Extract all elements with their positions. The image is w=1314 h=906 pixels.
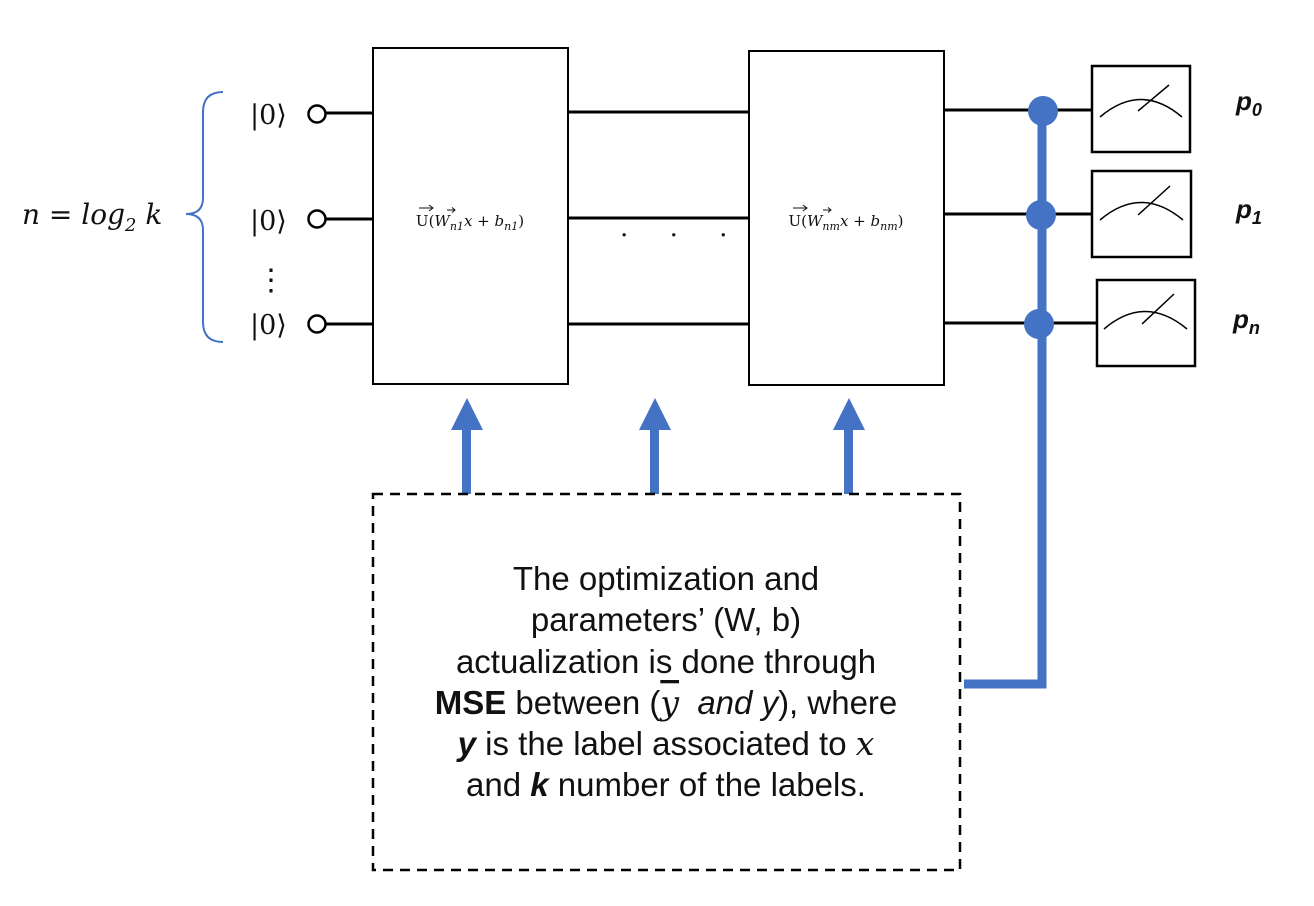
gate-sequence-dots: . . .: [620, 213, 727, 243]
meter-0: [1090, 64, 1192, 154]
vector-arrows-first: [419, 204, 456, 213]
output-label-p0: p0: [1235, 86, 1262, 120]
gate-box-last: [748, 50, 945, 386]
qubit-input-node-2: [307, 314, 327, 334]
qubit-label-0: |0⟩: [250, 100, 287, 131]
qubit-input-node-1: [307, 209, 327, 229]
register-brace: [185, 91, 224, 343]
output-wires: [944, 108, 1097, 325]
meter-dial-icon: [1099, 201, 1184, 221]
update-arrows: [451, 398, 865, 494]
middle-wires: [568, 110, 749, 326]
meter-dial-icon: [1099, 98, 1183, 118]
up-arrow-icon: [451, 398, 483, 494]
output-label-pn: pn: [1232, 304, 1260, 338]
svg-text:parameters’ (W, b): parameters’ (W, b): [531, 601, 801, 638]
svg-text:and k number of the labels.: and k number of the labels.: [466, 766, 866, 803]
register-size-equation: n = log2 k: [22, 198, 162, 236]
gate-box-first: [372, 47, 569, 385]
feedback-path: [964, 112, 1047, 689]
meter-needle-icon: [1141, 293, 1175, 325]
svg-text:y is the label associated to x: y is the label associated to x: [456, 724, 875, 763]
qubit-label-2: |0⟩: [250, 310, 287, 341]
svg-text:The optimization and: The optimization and: [513, 560, 819, 597]
up-arrow-icon: [639, 398, 671, 494]
qubit-label-1: |0⟩: [250, 206, 287, 237]
meter-1: [1090, 169, 1193, 259]
qubit-input-node-0: [307, 104, 327, 124]
gate-label-last: U(Wnmx + bnm): [789, 212, 904, 233]
control-dot-1: [1026, 200, 1056, 230]
output-label-p1: p1: [1235, 194, 1262, 228]
meter-2: [1095, 278, 1197, 368]
input-wires: [326, 111, 373, 326]
register-dots: ⋮: [256, 263, 286, 298]
optimization-note-box: [371, 492, 962, 872]
meter-dial-icon: [1103, 310, 1188, 330]
up-arrow-icon: [833, 398, 865, 494]
control-dot-2: [1024, 309, 1054, 339]
meter-needle-icon: [1137, 185, 1171, 216]
control-dot-0: [1028, 96, 1058, 126]
svg-text:actualization is done through: actualization is done through: [456, 643, 876, 680]
optimization-note-text: The optimization and parameters’ (W, b) …: [435, 560, 898, 803]
svg-text:MSE between (y and y), where: MSE between (y and y), where: [435, 683, 898, 722]
gate-label-first: U(Wn1x + bn1): [416, 212, 524, 233]
vector-arrows-last: [793, 204, 832, 213]
meter-needle-icon: [1137, 84, 1170, 112]
